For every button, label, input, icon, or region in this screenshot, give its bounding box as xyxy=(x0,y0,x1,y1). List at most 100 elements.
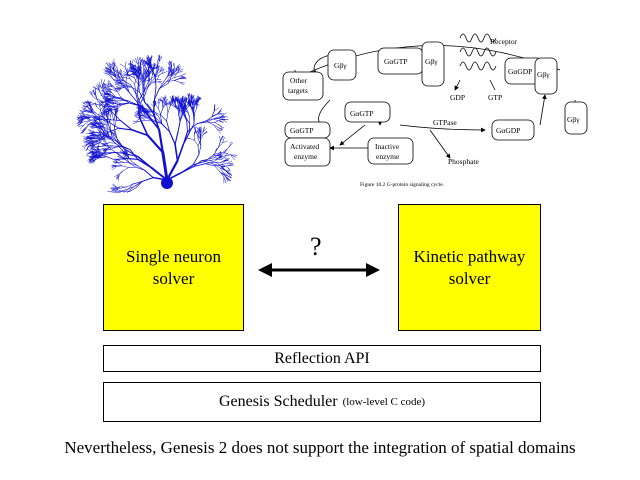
dendrite-branch xyxy=(99,156,108,158)
dendrite-branch xyxy=(208,155,215,160)
dendrite-branch xyxy=(107,85,112,93)
dendrite-branch xyxy=(101,87,105,95)
dendrite-branch xyxy=(117,189,124,192)
dendrite-branch xyxy=(196,126,200,133)
dendrite-branch xyxy=(120,86,126,89)
dendrite-branch xyxy=(133,121,139,124)
dendrite-branch xyxy=(88,101,92,108)
dendrite-branch xyxy=(113,100,121,104)
dendrite-branch xyxy=(221,119,228,123)
dendrite-branch xyxy=(117,98,128,101)
dendrite-branch xyxy=(95,156,101,161)
dendrite-branch xyxy=(153,62,155,69)
dendrite-branch xyxy=(221,112,227,117)
dendrite-branch xyxy=(153,102,155,107)
dendrite-branch xyxy=(166,73,172,82)
dendrite-branch xyxy=(167,61,171,69)
dendrite-branch xyxy=(132,66,135,72)
dendrite-branch xyxy=(114,174,119,177)
dendrite-branch xyxy=(98,126,104,128)
dendrite-branch xyxy=(81,112,86,118)
dendrite-branch xyxy=(98,128,103,134)
dendrite-branch xyxy=(132,72,136,76)
dendrite-branch xyxy=(98,114,104,118)
dendrite-branch xyxy=(105,89,113,93)
dendrite-branch xyxy=(197,139,201,146)
dendrite-branch xyxy=(94,156,101,159)
dendrite-branch xyxy=(214,107,219,111)
dendrite-branch xyxy=(157,55,163,61)
dendrite-branch xyxy=(101,134,110,139)
dendrite-branch xyxy=(122,167,129,172)
dendrite-branch xyxy=(109,93,115,98)
dendrite-branch xyxy=(132,59,138,64)
dendrite-branch xyxy=(113,189,119,192)
dendrite-branch xyxy=(219,125,223,130)
dendrite-branch xyxy=(97,101,104,103)
gbg-label-2: Gβγ xyxy=(425,57,438,66)
dendrite-branch xyxy=(155,117,163,125)
dendrite-branch xyxy=(158,54,160,62)
dendrite-branch xyxy=(157,98,160,104)
dendrite-branch xyxy=(120,74,124,82)
dendrite-branch xyxy=(98,113,101,120)
dendrite-branch xyxy=(144,107,149,112)
dendrite-branch xyxy=(180,73,186,77)
dendrite-branch xyxy=(88,101,95,105)
dendrite-branch xyxy=(176,71,183,74)
dendrite-branch xyxy=(147,65,153,71)
dendrite-branch xyxy=(149,113,156,118)
dendrite-branch xyxy=(186,120,188,133)
dendrite-branch xyxy=(120,158,126,160)
dendrite-branch xyxy=(114,159,119,163)
dendrite-branch xyxy=(97,123,103,128)
dendrite-branch xyxy=(166,120,170,132)
dendrite-branch xyxy=(171,95,175,102)
dendrite-branch xyxy=(109,121,111,131)
dendrite-branch xyxy=(87,110,94,114)
dendrite-branch xyxy=(89,133,96,138)
dendrite-branch xyxy=(89,156,95,159)
dendrite-branch xyxy=(194,140,199,146)
dendrite-branch xyxy=(113,68,117,77)
dendrite-branch xyxy=(176,144,184,162)
reflection-api-label: Reflection API xyxy=(274,349,370,367)
dendrite-branch xyxy=(192,163,206,168)
dendrite-branch xyxy=(124,66,128,75)
figure-caption: Figure 10.2 G-protein signaling cycle. xyxy=(360,182,445,188)
dendrite-branch xyxy=(112,161,118,163)
dendrite-branch xyxy=(124,149,126,155)
dendrite-branch xyxy=(192,154,200,166)
dendrite-branch xyxy=(76,116,84,119)
dendrite-branch xyxy=(100,135,110,139)
dendrite-branch xyxy=(125,68,128,74)
dendrite-branch xyxy=(140,74,143,83)
neuron-soma xyxy=(161,177,173,189)
dendrite-branch xyxy=(137,78,143,85)
dendrite-branch xyxy=(94,153,101,156)
dendrite-branch xyxy=(152,120,162,124)
dendrite-branch xyxy=(146,117,154,122)
dendrite-branch xyxy=(138,120,146,122)
dendrite-branch xyxy=(228,142,234,148)
dendrite-branch xyxy=(192,160,206,166)
dendrite-branch xyxy=(123,152,128,155)
dendrite-branch xyxy=(131,161,138,166)
dendrite-branch xyxy=(226,175,233,179)
dendrite-branch xyxy=(158,116,163,125)
gagtp-label-2: GαGTP xyxy=(350,109,374,118)
footer-caption: Nevertheless, Genesis 2 does not support… xyxy=(64,438,576,457)
dendrite-branch xyxy=(116,66,119,75)
dendrite-branch xyxy=(139,91,146,103)
dendrite-branch xyxy=(215,155,221,160)
dendrite-branch xyxy=(84,114,91,117)
dendrite-branch xyxy=(135,57,138,64)
dendrite-branch xyxy=(172,103,177,109)
dendrite-branch xyxy=(124,85,133,88)
dendrite-branch xyxy=(214,164,221,169)
dendrite-branch xyxy=(116,159,120,162)
dendrite-branch xyxy=(202,127,205,133)
dendrite-branch xyxy=(104,139,109,148)
dendrite-branch xyxy=(109,142,115,144)
dendrite-branch xyxy=(214,115,222,119)
